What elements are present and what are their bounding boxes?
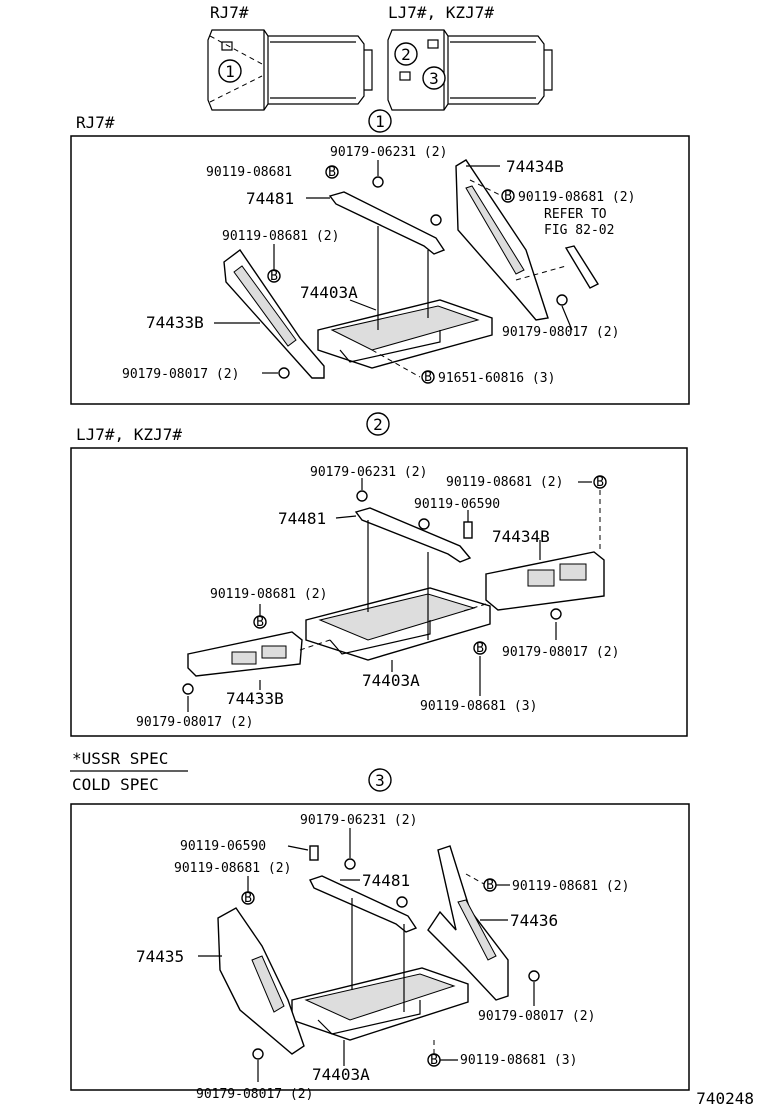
part-number-label: 90119-08681 (2): [518, 190, 635, 205]
svg-text:B: B: [486, 878, 494, 893]
part-number-label: 90119-06590: [414, 497, 500, 512]
refer-label: FIG 82-02: [544, 223, 614, 238]
part-number-label: 90119-08681 (3): [460, 1053, 577, 1068]
part-number-label: 74481: [246, 189, 294, 208]
vehicle-label-rj: RJ7#: [210, 3, 249, 22]
section-marker-circle: [368, 768, 392, 792]
part-number-label: 90179-08017 (2): [502, 645, 619, 660]
section-marker-circle: [368, 109, 392, 133]
part-number-label: 90119-08681 (2): [222, 229, 339, 244]
section-2-drawing: B B B: [182, 475, 607, 712]
part-number-label: 74433B: [146, 313, 204, 332]
svg-text:B: B: [596, 475, 604, 490]
part-number-label: 90119-08681: [206, 165, 292, 180]
section-frame-1: [70, 135, 690, 405]
section-marker: 1: [375, 112, 385, 131]
part-number-label: 90179-06231 (2): [310, 465, 427, 480]
part-number-label: 90179-06231 (2): [300, 813, 417, 828]
vehicle-silhouette-lj: 2 3: [387, 29, 553, 111]
part-number-label: 74403A: [300, 283, 358, 302]
part-number-label: 74403A: [362, 671, 420, 690]
part-number-label: 90179-08017 (2): [122, 367, 239, 382]
part-number-label: 74403A: [312, 1065, 370, 1084]
part-number-label: 74433B: [226, 689, 284, 708]
svg-text:B: B: [430, 1053, 438, 1068]
section-marker-circle: [366, 412, 390, 436]
svg-text:B: B: [256, 615, 264, 630]
part-number-label: 90179-08017 (2): [136, 715, 253, 730]
svg-text:B: B: [328, 165, 336, 180]
section-1-drawing: B B B B: [214, 159, 600, 385]
part-number-label: 90179-08017 (2): [196, 1087, 313, 1102]
part-number-label: 74481: [278, 509, 326, 528]
part-number-label: 90119-08681 (2): [210, 587, 327, 602]
part-number-label: 90179-06231 (2): [330, 145, 447, 160]
svg-text:B: B: [424, 370, 432, 385]
part-number-label: 90119-08681 (2): [512, 879, 629, 894]
part-number-label: 90119-06590: [180, 839, 266, 854]
part-number-label: 74435: [136, 947, 184, 966]
section-title: RJ7#: [76, 113, 115, 132]
section-frame-2: [70, 447, 688, 737]
svg-text:B: B: [244, 891, 252, 906]
section-title: LJ7#, KZJ7#: [76, 425, 182, 444]
section-subtitle: COLD SPEC: [72, 775, 159, 794]
marker-label: 1: [225, 62, 235, 81]
part-number-label: 74481: [362, 871, 410, 890]
part-number-label: 74436: [510, 911, 558, 930]
part-number-label: 90119-08681 (2): [446, 475, 563, 490]
section-frame-3: [70, 803, 690, 1091]
part-number-label: 90119-08681 (3): [420, 699, 537, 714]
section-marker: 2: [373, 415, 383, 434]
part-number-label: 90179-08017 (2): [478, 1009, 595, 1024]
marker-circle-3: [422, 66, 446, 90]
marker-circle-1: [218, 59, 242, 83]
marker-label: 2: [401, 45, 411, 64]
part-number-label: 74434B: [506, 157, 564, 176]
vehicle-silhouette-rj: 1: [207, 29, 373, 111]
section-3-drawing: B B B: [198, 828, 540, 1082]
svg-text:B: B: [476, 641, 484, 656]
refer-label: REFER TO: [544, 207, 607, 222]
part-number-label: 91651-60816 (3): [438, 371, 555, 386]
svg-text:B: B: [504, 189, 512, 204]
part-number-label: 90179-08017 (2): [502, 325, 619, 340]
svg-text:B: B: [270, 269, 278, 284]
section-marker: 3: [375, 771, 385, 790]
vehicle-label-lj: LJ7#, KZJ7#: [388, 3, 494, 22]
figure-code: 740248: [696, 1089, 754, 1108]
marker-circle-2: [394, 42, 418, 66]
marker-label: 3: [429, 69, 439, 88]
section-title: *USSR SPEC: [72, 749, 168, 768]
part-number-label: 90119-08681 (2): [174, 861, 291, 876]
part-number-label: 74434B: [492, 527, 550, 546]
